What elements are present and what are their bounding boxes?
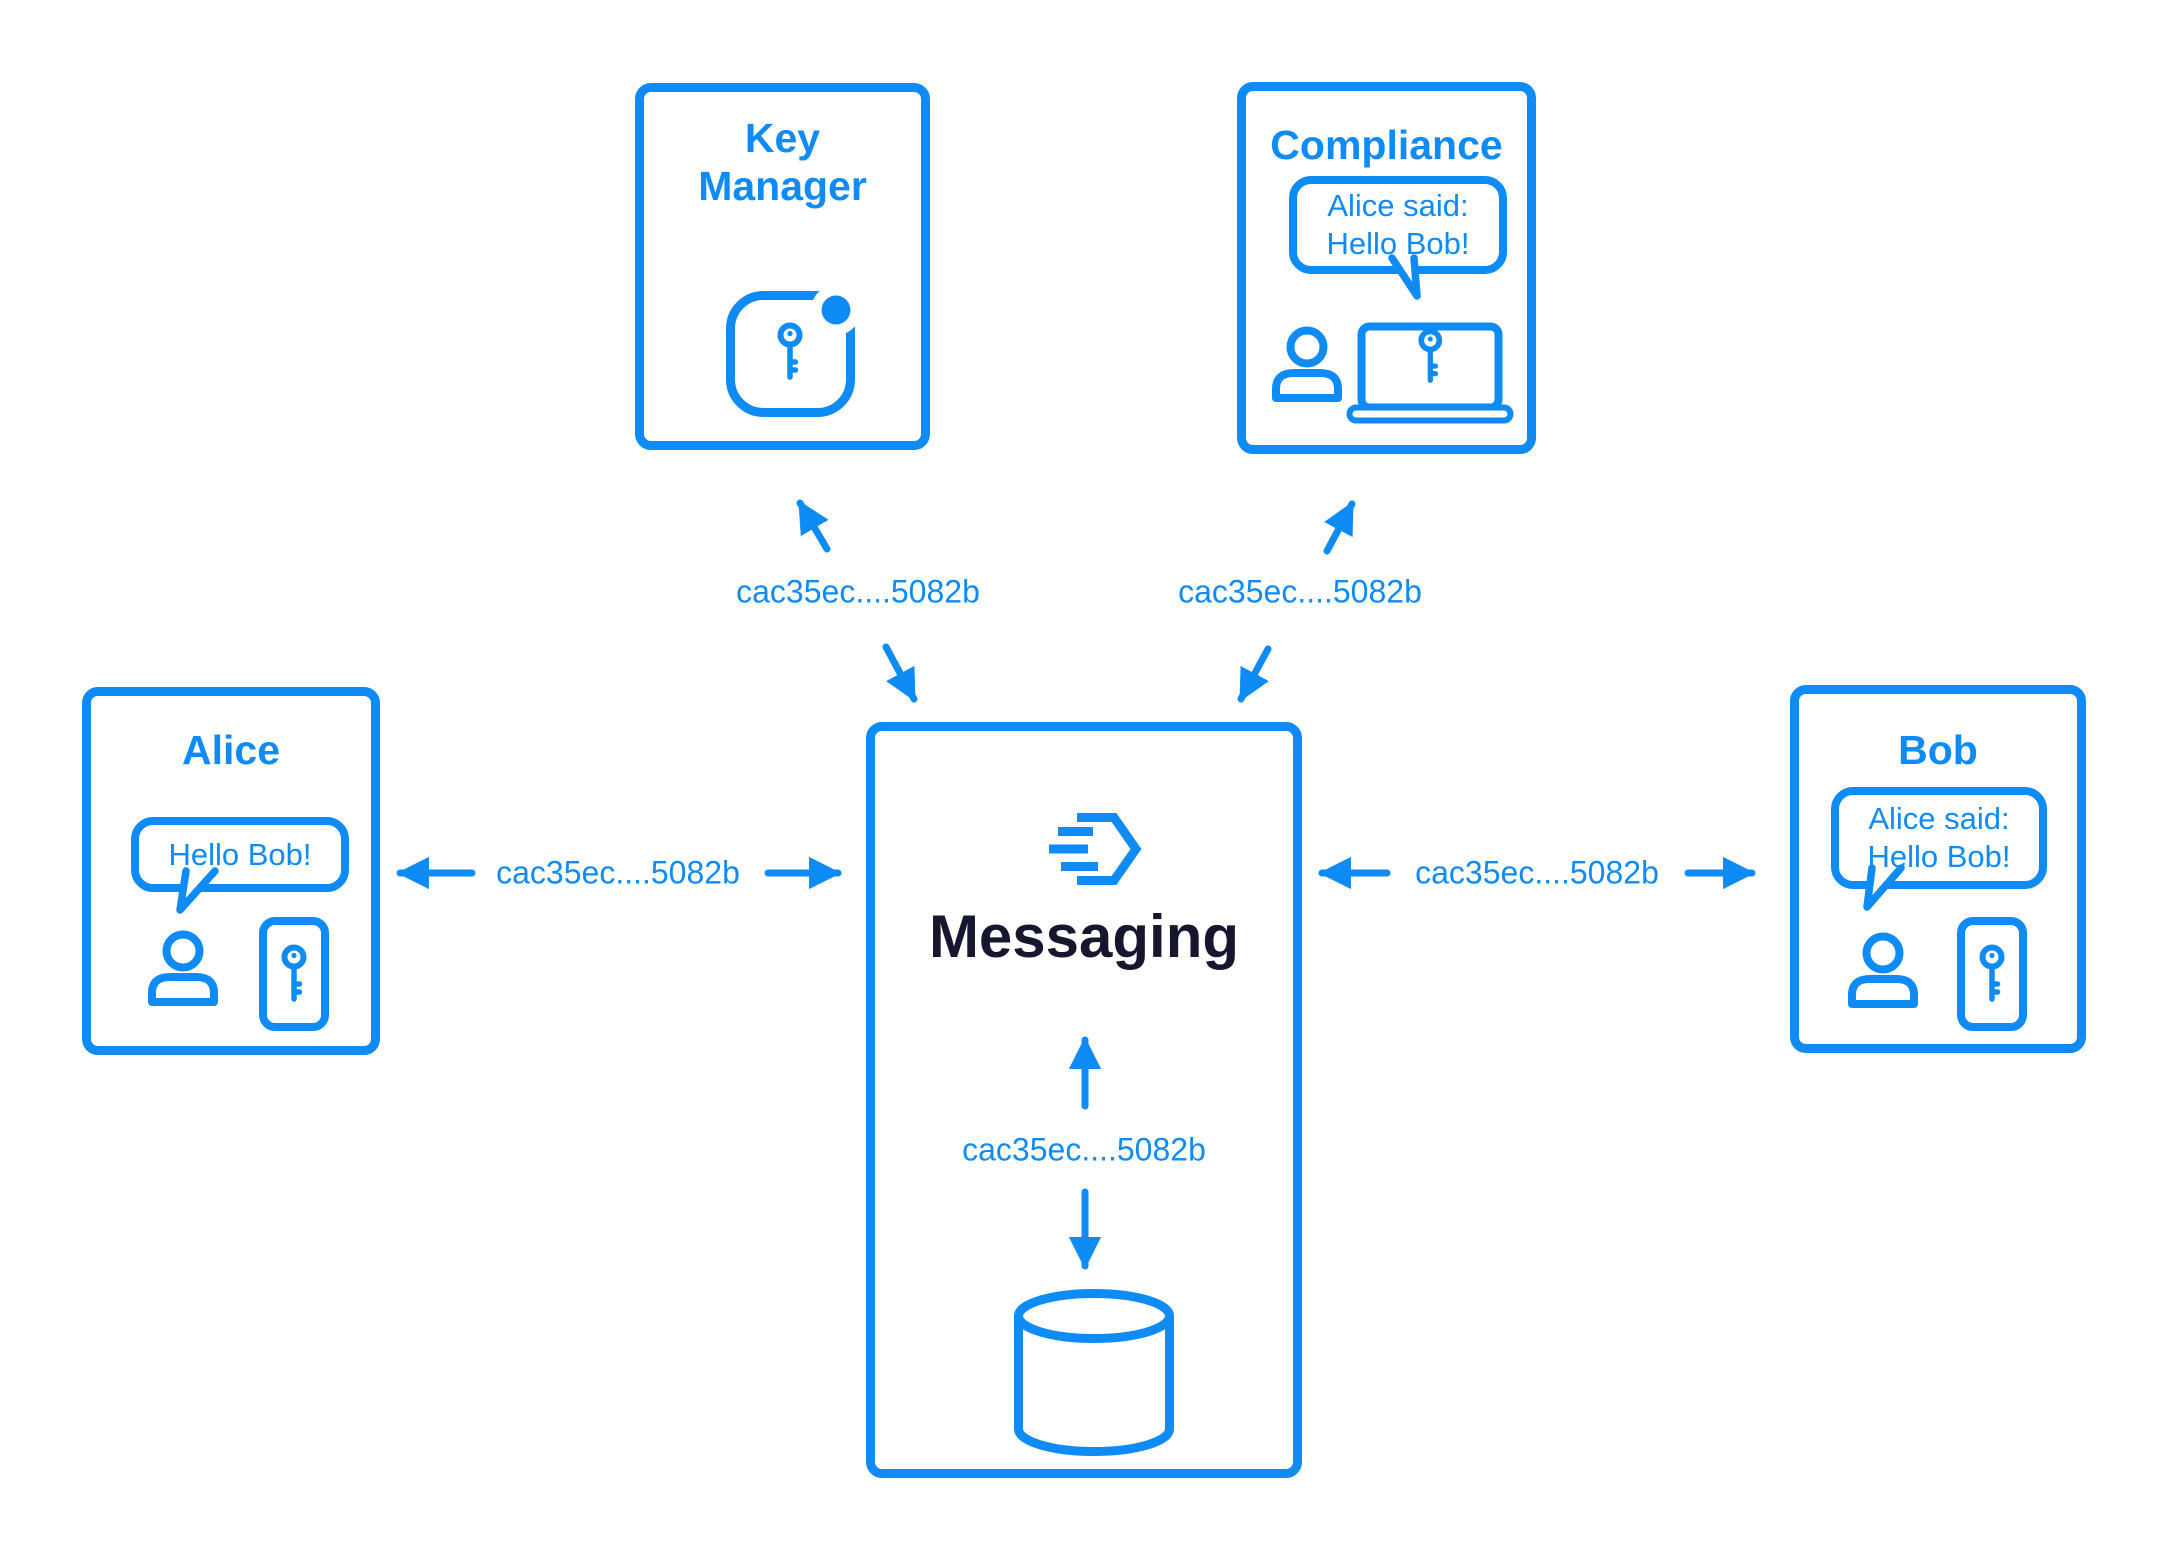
bob-title: Bob <box>1898 727 1978 773</box>
compliance-box: Compliance Alice said: Hello Bob! <box>1237 82 1536 454</box>
key-icon <box>777 322 803 380</box>
edge-label-alice-messaging: cac35ec....5082b <box>496 854 740 891</box>
compliance-title: Compliance <box>1270 122 1503 168</box>
phone-key-icon <box>259 917 329 1031</box>
key-icon <box>281 944 307 1002</box>
messaging-title: Messaging <box>928 903 1240 970</box>
bob-speech-bubble: Alice said: Hello Bob! <box>1831 787 2047 889</box>
key-icon <box>1979 944 2005 1002</box>
edge-label-messaging-bob: cac35ec....5082b <box>1415 854 1659 891</box>
arrow-to-compliance <box>1323 500 1356 555</box>
phone-key-icon <box>1957 917 2027 1031</box>
bob-box: Bob Alice said: Hello Bob! <box>1790 685 2086 1053</box>
person-icon <box>1848 932 1918 1008</box>
person-icon <box>1272 326 1342 402</box>
edge-label-messaging-database: cac35ec....5082b <box>962 1131 1206 1168</box>
alice-title: Alice <box>182 727 280 773</box>
key-manager-title: Key Manager <box>698 115 867 210</box>
bubble-line: Alice said: <box>1327 188 1469 223</box>
person-icon <box>148 930 218 1006</box>
bubble-line: Alice said: <box>1868 801 2010 836</box>
alice-speech-bubble: Hello Bob! <box>131 817 349 892</box>
laptop-key-icon <box>1346 322 1514 424</box>
edge-label-messaging-compliance: cac35ec....5082b <box>1178 573 1422 610</box>
database-icon <box>1014 1289 1174 1456</box>
messaging-box: Messaging <box>866 722 1302 1478</box>
edge-label-messaging-key-manager: cac35ec....5082b <box>736 573 980 610</box>
key-manager-box: Key Manager <box>635 83 930 450</box>
arrow-to-key-manager <box>796 499 831 553</box>
send-chevron-logo <box>1049 813 1142 885</box>
arrow-from-messaging-topleft <box>882 643 918 703</box>
bubble-line: Hello Bob! <box>1867 839 2011 874</box>
bubble-line: Hello Bob! <box>1326 226 1470 261</box>
compliance-speech-bubble: Alice said: Hello Bob! <box>1289 176 1507 274</box>
key-icon <box>1418 328 1443 383</box>
key-badge-icon <box>726 285 861 417</box>
bubble-line: Hello Bob! <box>168 836 312 872</box>
arrow-from-messaging-topright <box>1237 645 1272 703</box>
alice-box: Alice Hello Bob! <box>82 687 380 1055</box>
